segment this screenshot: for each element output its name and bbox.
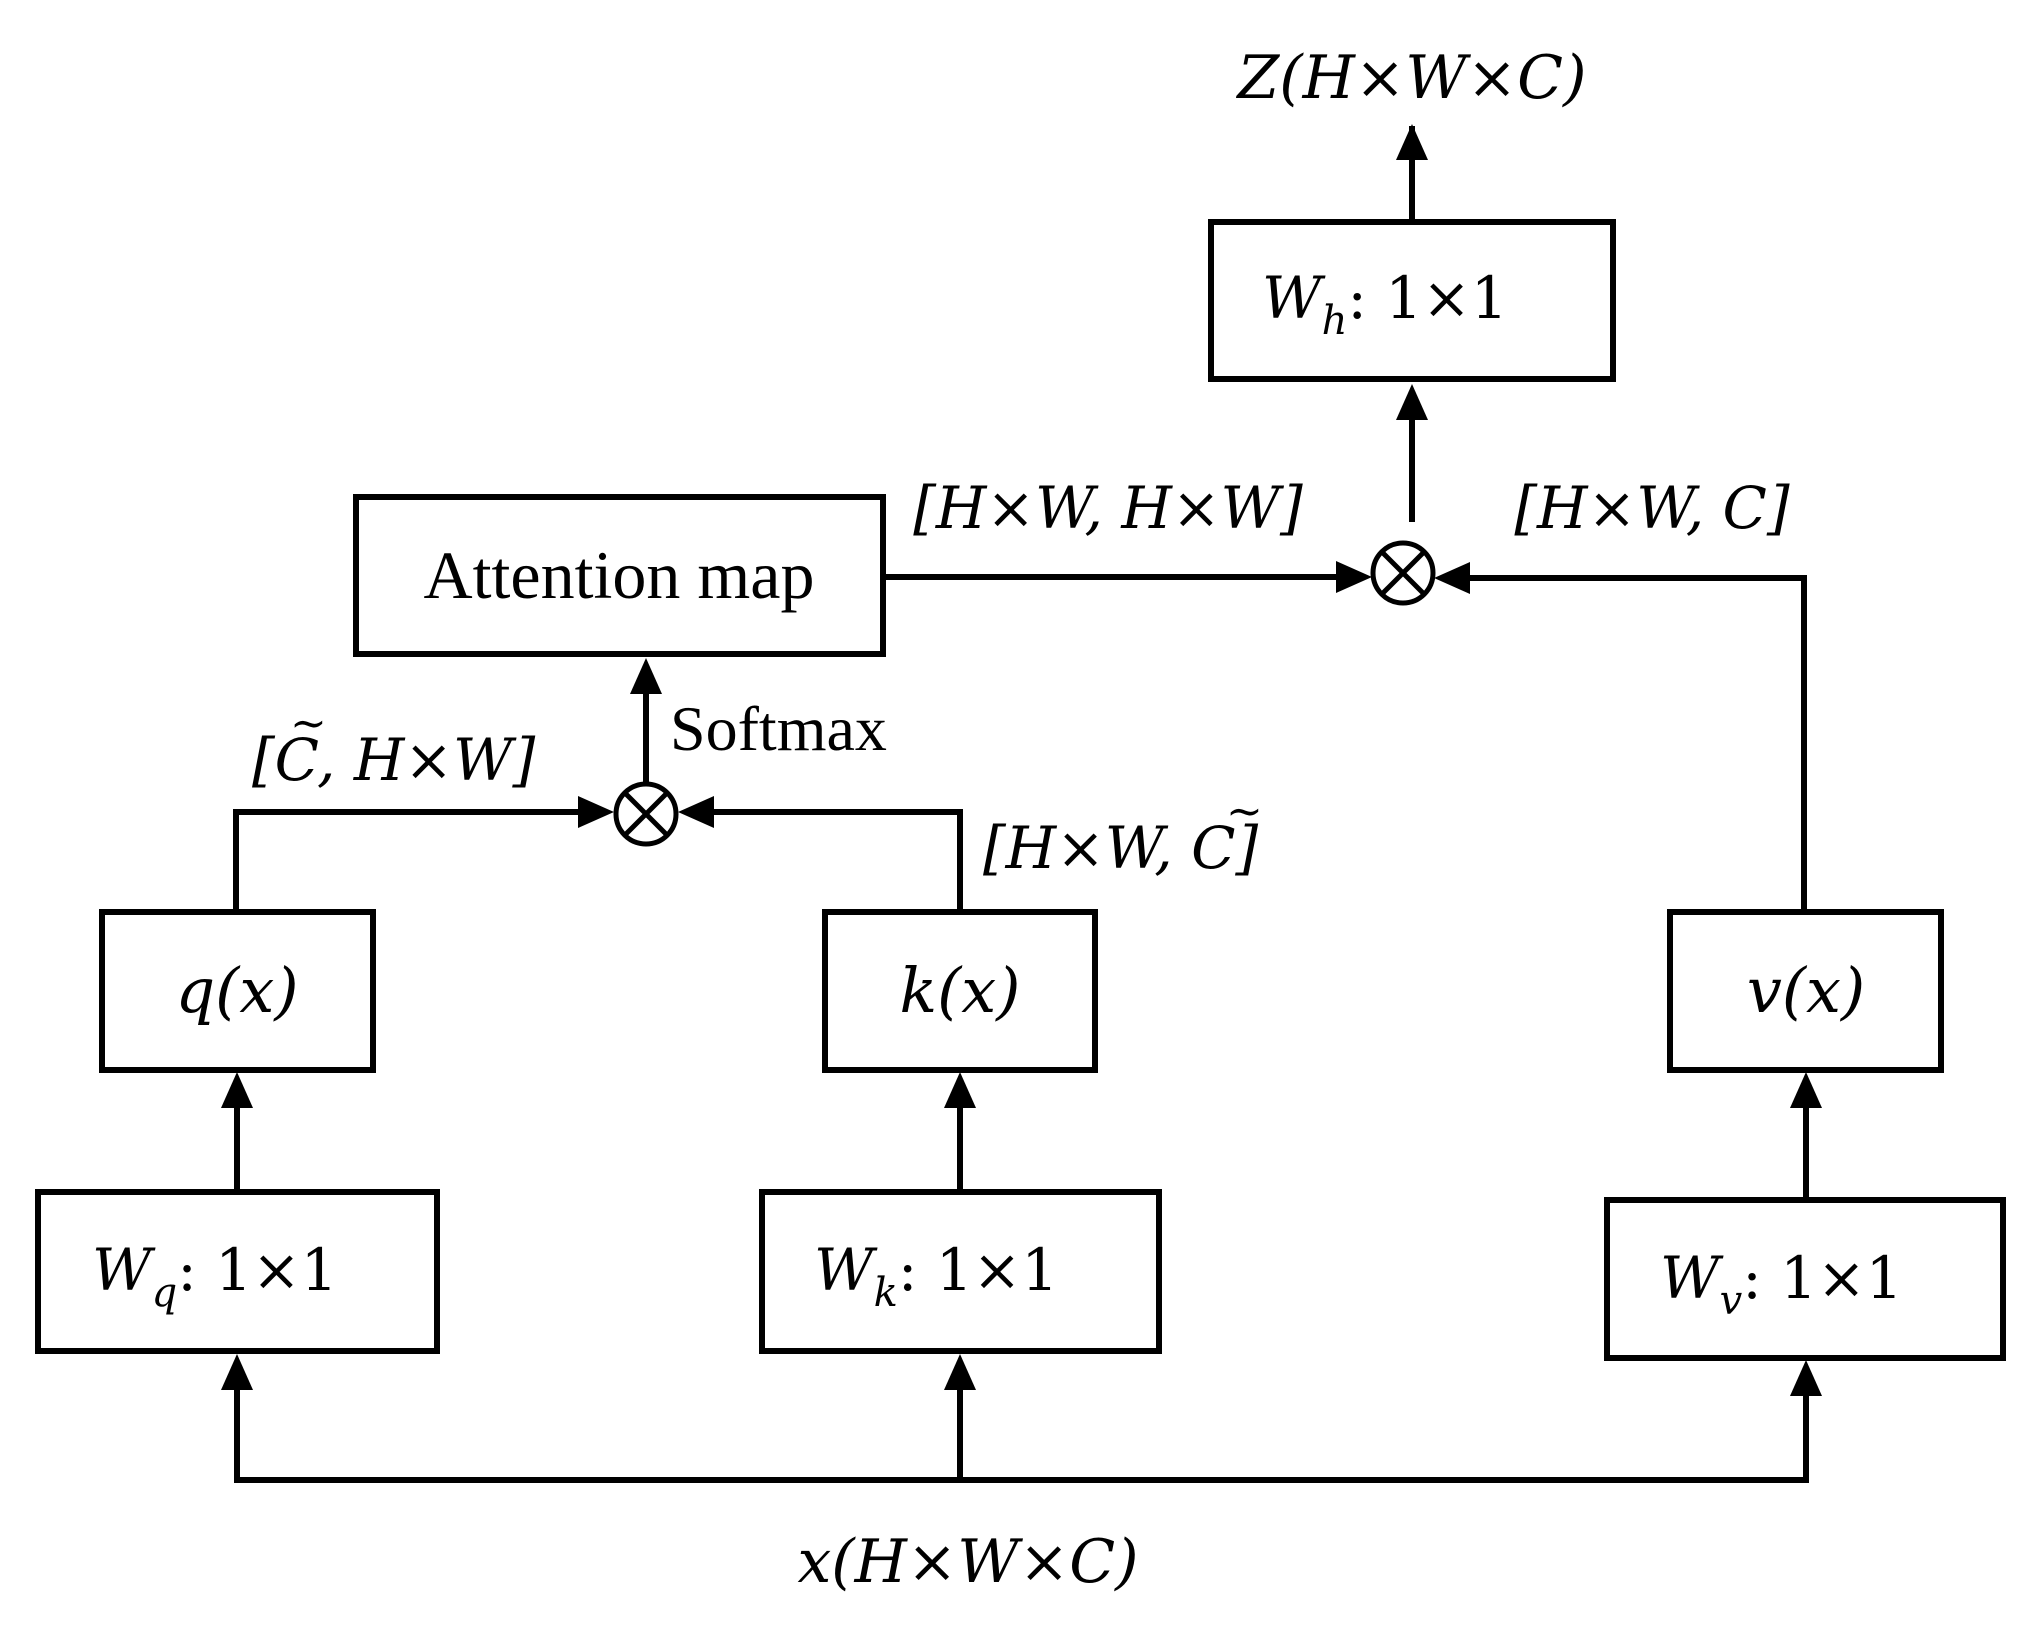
wq-suffix: : 1×1: [177, 1236, 337, 1304]
arrowhead-q: [221, 1072, 253, 1108]
arrowhead-attention-mult: [1336, 561, 1372, 593]
wv-suffix: : 1×1: [1742, 1244, 1902, 1312]
tilde-k: ~: [1226, 786, 1263, 837]
tilde-q: ~: [290, 698, 327, 749]
arrowhead-v: [1790, 1072, 1822, 1108]
path-v-to-mult: [1466, 575, 1807, 912]
v-label: v(x): [1747, 954, 1865, 1027]
arrowhead-wh: [1396, 384, 1428, 420]
box-q: q(x): [99, 909, 376, 1073]
multiply-operator-top: [1370, 540, 1436, 606]
label-q-dim: [C, H×W]: [252, 726, 536, 794]
wq-subscript: q: [152, 1270, 178, 1316]
arrowhead-k: [944, 1072, 976, 1108]
arrowhead-k-mult: [678, 796, 714, 828]
arrowhead-softmax: [630, 658, 662, 694]
box-wh: Wh: 1×1: [1208, 219, 1616, 382]
arrowhead-output: [1396, 124, 1428, 160]
box-attention-map: Attention map: [353, 494, 886, 657]
path-q-to-mult: [233, 809, 580, 912]
wh-symbol: W: [1262, 264, 1326, 332]
wv-symbol: W: [1660, 1244, 1724, 1312]
box-k: k(x): [822, 909, 1098, 1073]
wv-subscript: v: [1720, 1278, 1743, 1324]
wh-suffix: : 1×1: [1347, 264, 1507, 332]
label-attn-dim: [H×W, H×W]: [913, 474, 1303, 542]
wk-suffix: : 1×1: [898, 1236, 1058, 1304]
label-k-dim: [H×W, C]: [983, 814, 1259, 882]
svg-text:Wh: 1×1: Wh: 1×1: [1262, 264, 1508, 344]
input-label: x(H×W×C): [797, 1527, 1138, 1597]
box-wv: Wv: 1×1: [1604, 1197, 2006, 1361]
multiply-operator-bottom: [613, 781, 679, 847]
arrowhead-v-mult: [1434, 562, 1470, 594]
box-wq: Wq: 1×1: [35, 1189, 440, 1354]
box-wk: Wk: 1×1: [759, 1189, 1162, 1354]
arrowhead-q-mult: [578, 796, 614, 828]
wq-symbol: W: [92, 1236, 156, 1304]
svg-text:Wv: 1×1: Wv: 1×1: [1660, 1244, 1903, 1324]
arrowhead-wq: [221, 1354, 253, 1390]
input-bus: [234, 1370, 1809, 1483]
attention-map-label: Attention map: [424, 537, 815, 613]
arrowhead-wv: [1790, 1360, 1822, 1396]
arrowhead-wk: [944, 1354, 976, 1390]
svg-text:Wk: 1×1: Wk: 1×1: [814, 1236, 1058, 1316]
k-label: k(x): [900, 954, 1021, 1027]
path-k-to-mult: [712, 809, 963, 912]
wk-symbol: W: [814, 1236, 878, 1304]
wk-subscript: k: [874, 1270, 898, 1316]
wh-subscript: h: [1322, 298, 1348, 344]
label-v-dim: [H×W, C]: [1514, 474, 1790, 542]
softmax-label: Softmax: [670, 693, 887, 764]
output-label: Z(H×W×C): [1236, 43, 1587, 113]
box-v: v(x): [1667, 909, 1944, 1073]
q-label: q(x): [175, 954, 298, 1027]
svg-text:Wq: 1×1: Wq: 1×1: [92, 1236, 338, 1316]
